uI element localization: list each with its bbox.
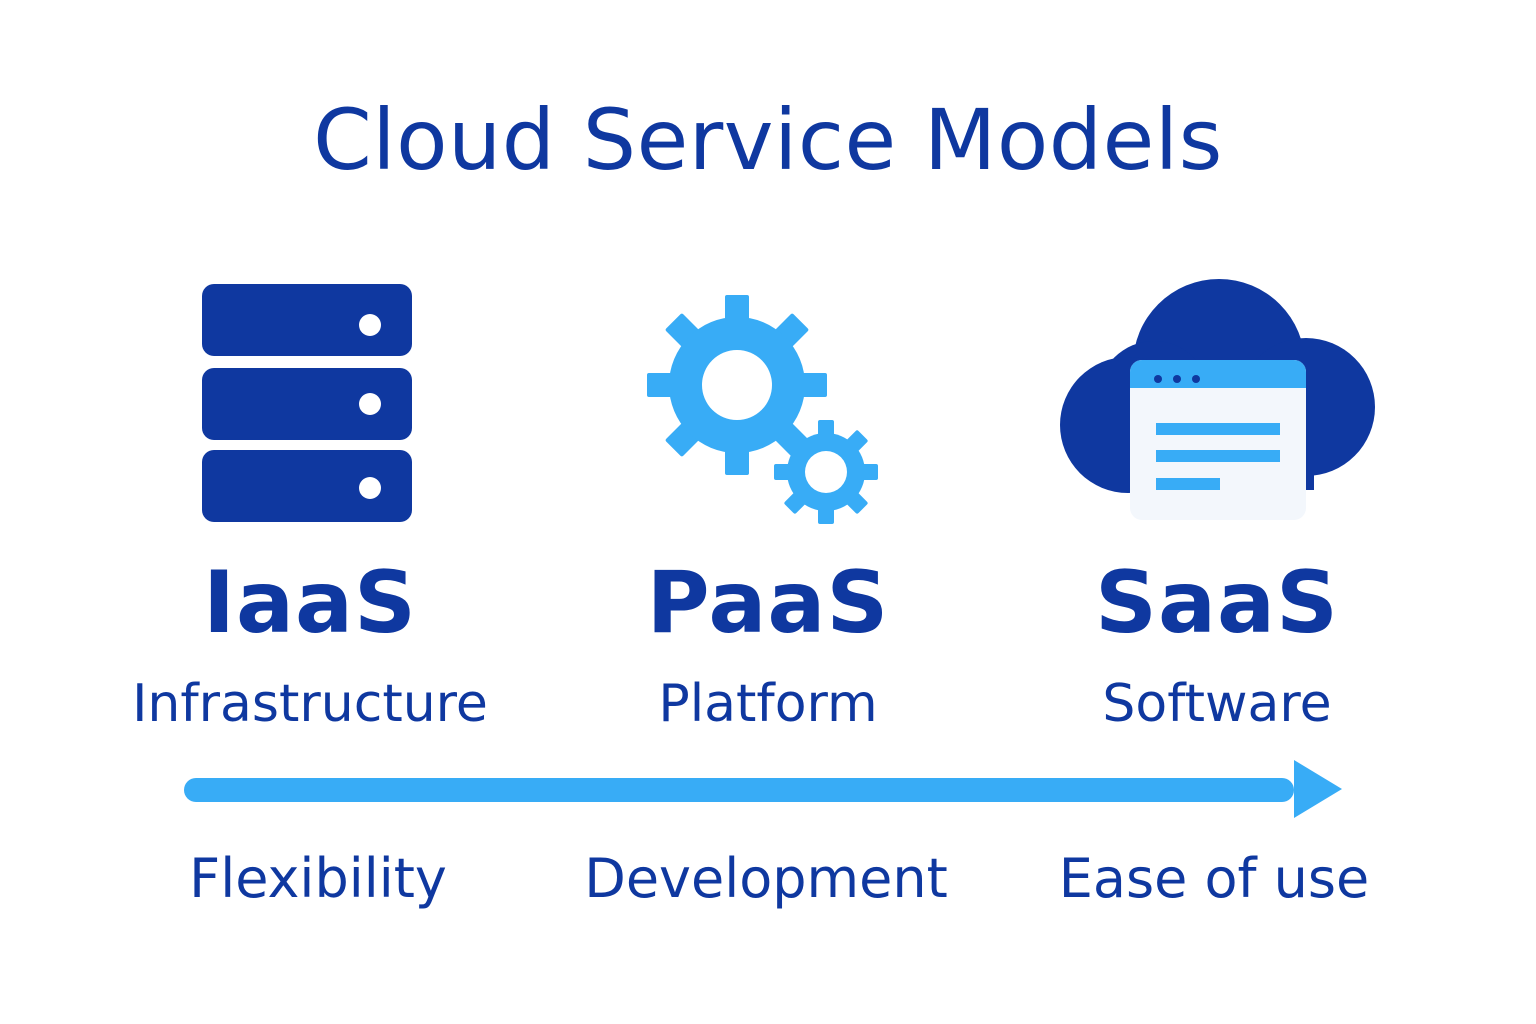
server-stack-icon [200, 282, 414, 526]
model-acronym: PaaS [646, 553, 890, 653]
gears-icon [646, 294, 882, 524]
model-subtitle: Platform [658, 674, 878, 734]
model-acronym: SaaS [1095, 553, 1339, 653]
model-subtitle: Software [1102, 674, 1332, 734]
progression-label-flexibility: Flexibility [189, 847, 447, 910]
cloud-browser-icon [1058, 278, 1376, 526]
model-acronym: IaaS [202, 553, 417, 653]
model-saas: SaaS Software [977, 560, 1457, 730]
progression-label-development: Development [584, 847, 948, 910]
page-title: Cloud Service Models [313, 91, 1223, 189]
model-iaas: IaaS Infrastructure [70, 560, 550, 730]
model-subtitle: Infrastructure [132, 674, 488, 734]
model-paas: PaaS Platform [528, 560, 1008, 730]
progression-label-ease-of-use: Ease of use [1058, 847, 1370, 910]
arrow-right-icon [184, 754, 1344, 824]
